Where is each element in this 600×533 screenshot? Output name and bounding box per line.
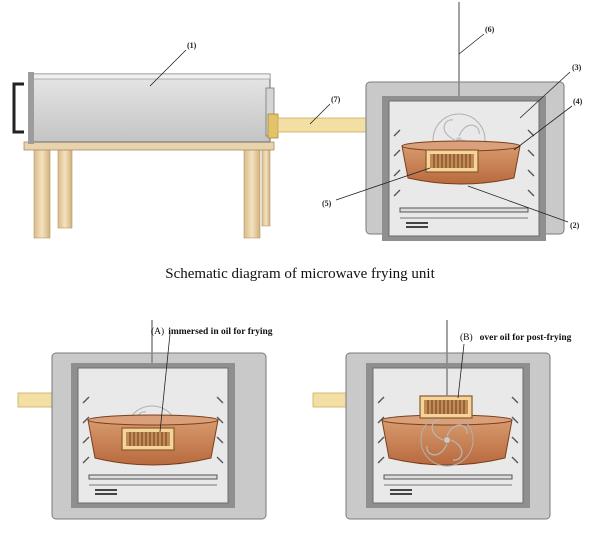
microwave-generator-box (12, 72, 275, 144)
panel-b-caption: (B) over oil for post-frying (460, 327, 572, 344)
label-1: (1) (187, 41, 197, 50)
panel-b-pointer (457, 343, 465, 399)
waveguide-duct (267, 113, 369, 139)
panel-a-text: immersed in oil for frying (168, 327, 273, 337)
panel-b-oven (312, 320, 551, 520)
label-3: (3) (572, 63, 582, 72)
panel-b-tag: (B) (460, 332, 473, 343)
label-4: (4) (573, 97, 583, 106)
table-top (23, 141, 275, 151)
table-legs (33, 147, 271, 239)
callouts-top (149, 33, 573, 223)
panel-a-oven (17, 320, 267, 520)
oven-top (365, 2, 565, 242)
panel-a-caption: (A) immersed in oil for frying (151, 321, 273, 338)
panel-a-tag: (A) (151, 326, 164, 337)
diagram-caption: Schematic diagram of microwave frying un… (165, 266, 435, 282)
label-7: (7) (331, 95, 341, 104)
label-5: (5) (322, 199, 332, 208)
label-2: (2) (570, 221, 580, 230)
panel-a-pointer (159, 333, 171, 433)
panel-b-text: over oil for post-frying (480, 333, 572, 343)
label-6: (6) (485, 25, 495, 34)
